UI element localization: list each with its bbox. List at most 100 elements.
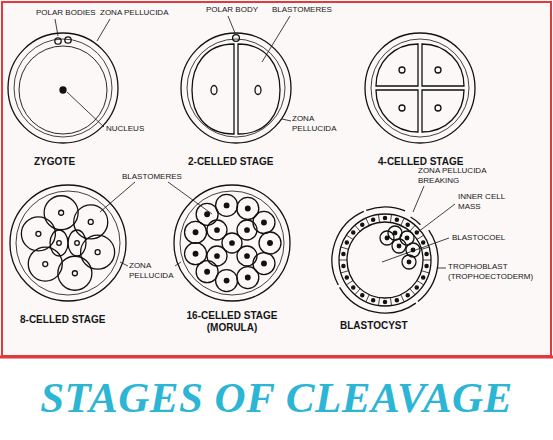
frame-border <box>2 2 551 356</box>
polar-body <box>233 35 240 42</box>
cell-wall <box>355 225 360 231</box>
blastomere <box>207 220 227 240</box>
polar-body <box>65 37 71 43</box>
cell-wall <box>401 295 404 302</box>
inner-cell <box>380 231 394 245</box>
blastomere <box>58 256 92 290</box>
nucleus <box>72 271 77 276</box>
zona-fragment <box>366 207 405 211</box>
inner-cell <box>392 239 406 253</box>
cell-wall <box>417 235 424 239</box>
stage-title: 16-CELLED STAGE (MORULA) <box>177 310 287 334</box>
blastomere <box>196 203 218 225</box>
nucleus <box>205 212 210 217</box>
nucleus <box>425 252 428 255</box>
zona-inner <box>180 191 284 295</box>
blastomere <box>192 44 234 134</box>
blastomere <box>253 211 275 233</box>
part-label: BLASTOMERES <box>122 172 182 182</box>
nucleus <box>95 250 100 255</box>
blastomere <box>237 246 257 266</box>
nucleus <box>395 218 398 221</box>
nucleus <box>193 251 198 256</box>
cell-wall <box>378 298 379 306</box>
zona-inner <box>16 191 120 295</box>
part-label: BLASTOCOEL <box>452 233 505 243</box>
nucleus <box>422 276 425 279</box>
nucleus <box>397 244 401 248</box>
blastomere <box>216 270 238 292</box>
nucleus <box>215 254 219 258</box>
zona-outer <box>181 33 291 143</box>
cell-wall <box>366 295 369 302</box>
nucleus <box>406 223 409 226</box>
trophoblast-inner <box>347 222 423 298</box>
stage-title: BLASTOCYST <box>340 320 408 332</box>
nucleus <box>345 241 348 244</box>
part-label: TROPHOBLAST (TROPHOECTODERM) <box>448 262 548 282</box>
nucleus <box>435 67 441 73</box>
blastomere <box>28 247 62 281</box>
trophoblast-outer <box>339 214 431 306</box>
nucleus <box>215 228 219 232</box>
nucleus <box>193 230 198 235</box>
part-label: POLAR BODIES <box>36 8 96 18</box>
blastomere <box>376 90 418 132</box>
nucleus <box>406 294 409 297</box>
cell-wall <box>346 281 353 285</box>
nucleus <box>268 241 273 246</box>
nucleus <box>352 231 355 234</box>
blastomere <box>68 230 86 256</box>
blastomere <box>237 267 259 289</box>
zona-outer <box>174 185 290 301</box>
nucleus <box>385 236 389 240</box>
nucleus <box>59 210 64 215</box>
stage-title: 8-CELLED STAGE <box>20 314 105 326</box>
nucleus <box>393 231 397 235</box>
cell-wall <box>339 260 347 261</box>
cell-wall <box>341 271 349 273</box>
nucleus <box>399 67 405 73</box>
nucleus <box>245 228 249 232</box>
ovum-membrane <box>19 46 107 134</box>
nucleus <box>399 105 405 111</box>
nucleus <box>407 260 411 264</box>
blastomere <box>238 44 280 134</box>
nucleus <box>383 300 386 303</box>
part-label: INNER CELL MASS <box>458 192 516 212</box>
nucleus <box>415 286 418 289</box>
nucleus <box>395 299 398 302</box>
nucleus <box>224 278 229 283</box>
zona-inner <box>14 39 112 137</box>
cell-wall <box>378 214 379 222</box>
nucleus <box>342 252 345 255</box>
part-label: ZONA PELLUCIDA <box>129 261 177 281</box>
nucleus <box>245 275 250 280</box>
blastomere <box>259 232 281 254</box>
nucleus <box>245 206 250 211</box>
nucleus <box>224 203 229 208</box>
blastomere <box>422 90 464 132</box>
nucleus <box>255 86 261 95</box>
nucleus <box>75 241 80 246</box>
cell-wall <box>410 225 415 231</box>
inner-cell <box>388 226 402 240</box>
nucleus <box>405 236 409 240</box>
nucleus <box>425 264 428 267</box>
part-label: ZONA PELLUCIDA <box>100 8 168 18</box>
cell-wall <box>346 235 353 239</box>
nucleus <box>435 105 441 111</box>
nucleus <box>372 218 375 221</box>
part-label: ZONA PELLUCIDA BREAKING <box>418 166 500 186</box>
part-label: ZONA PELLUCIDA <box>292 114 344 134</box>
blastomere <box>185 243 207 265</box>
nucleus <box>361 223 364 226</box>
nucleus <box>205 269 210 274</box>
blastomere <box>422 44 464 86</box>
nucleus <box>88 219 93 224</box>
zona-fragment <box>418 230 438 301</box>
zona-outer <box>8 33 118 143</box>
nucleus <box>383 216 386 219</box>
nucleus <box>245 254 249 258</box>
